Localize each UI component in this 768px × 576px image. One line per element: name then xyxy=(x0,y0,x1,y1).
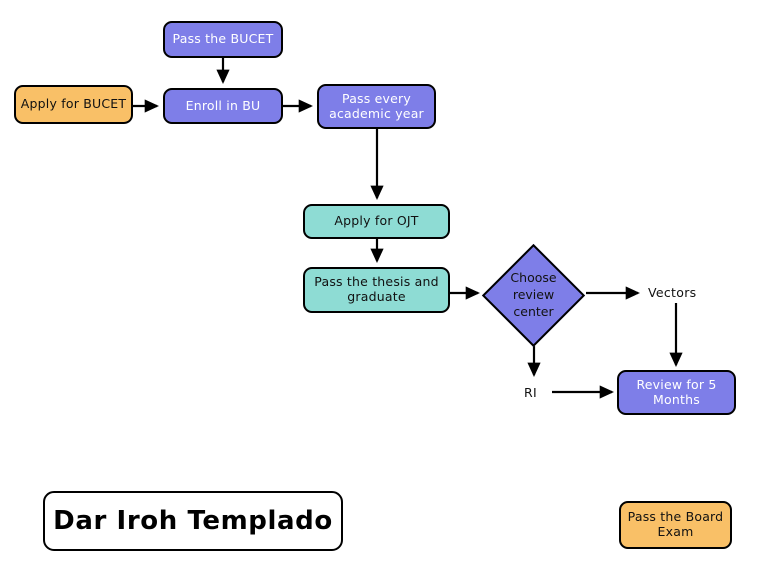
node-label: Apply for BUCET xyxy=(20,96,127,112)
node-label: Pass the thesis and graduate xyxy=(314,274,439,304)
edge-label-vectors: Vectors xyxy=(648,285,697,300)
node-apply-for-ojt[interactable]: Apply for OJT xyxy=(303,204,450,239)
node-pass-the-board-exam[interactable]: Pass the Board Exam xyxy=(619,501,732,549)
title-box-label: Dar Iroh Templado xyxy=(53,505,333,536)
node-label: Choose review center xyxy=(510,270,557,319)
node-review-for-5-months[interactable]: Review for 5 Months xyxy=(617,370,736,415)
node-label: Review for 5 Months xyxy=(636,376,717,407)
title-box: Dar Iroh Templado xyxy=(43,491,343,551)
node-label: Pass the Board Exam xyxy=(627,509,724,539)
node-choose-review-center[interactable]: Choose review center xyxy=(481,243,586,348)
node-label: Enroll in BU xyxy=(185,97,261,113)
node-label: Pass the BUCET xyxy=(172,31,274,47)
node-pass-the-bucet[interactable]: Pass the BUCET xyxy=(163,21,283,58)
edge-label-ri: RI xyxy=(524,385,537,400)
node-label: Apply for OJT xyxy=(334,213,419,229)
node-pass-the-thesis-and-graduate[interactable]: Pass the thesis and graduate xyxy=(303,267,450,313)
node-pass-every-academic-year[interactable]: Pass every academic year xyxy=(317,84,436,129)
node-apply-for-bucet[interactable]: Apply for BUCET xyxy=(14,85,133,124)
node-enroll-in-bu[interactable]: Enroll in BU xyxy=(163,88,283,124)
node-label: Pass every academic year xyxy=(329,90,424,121)
